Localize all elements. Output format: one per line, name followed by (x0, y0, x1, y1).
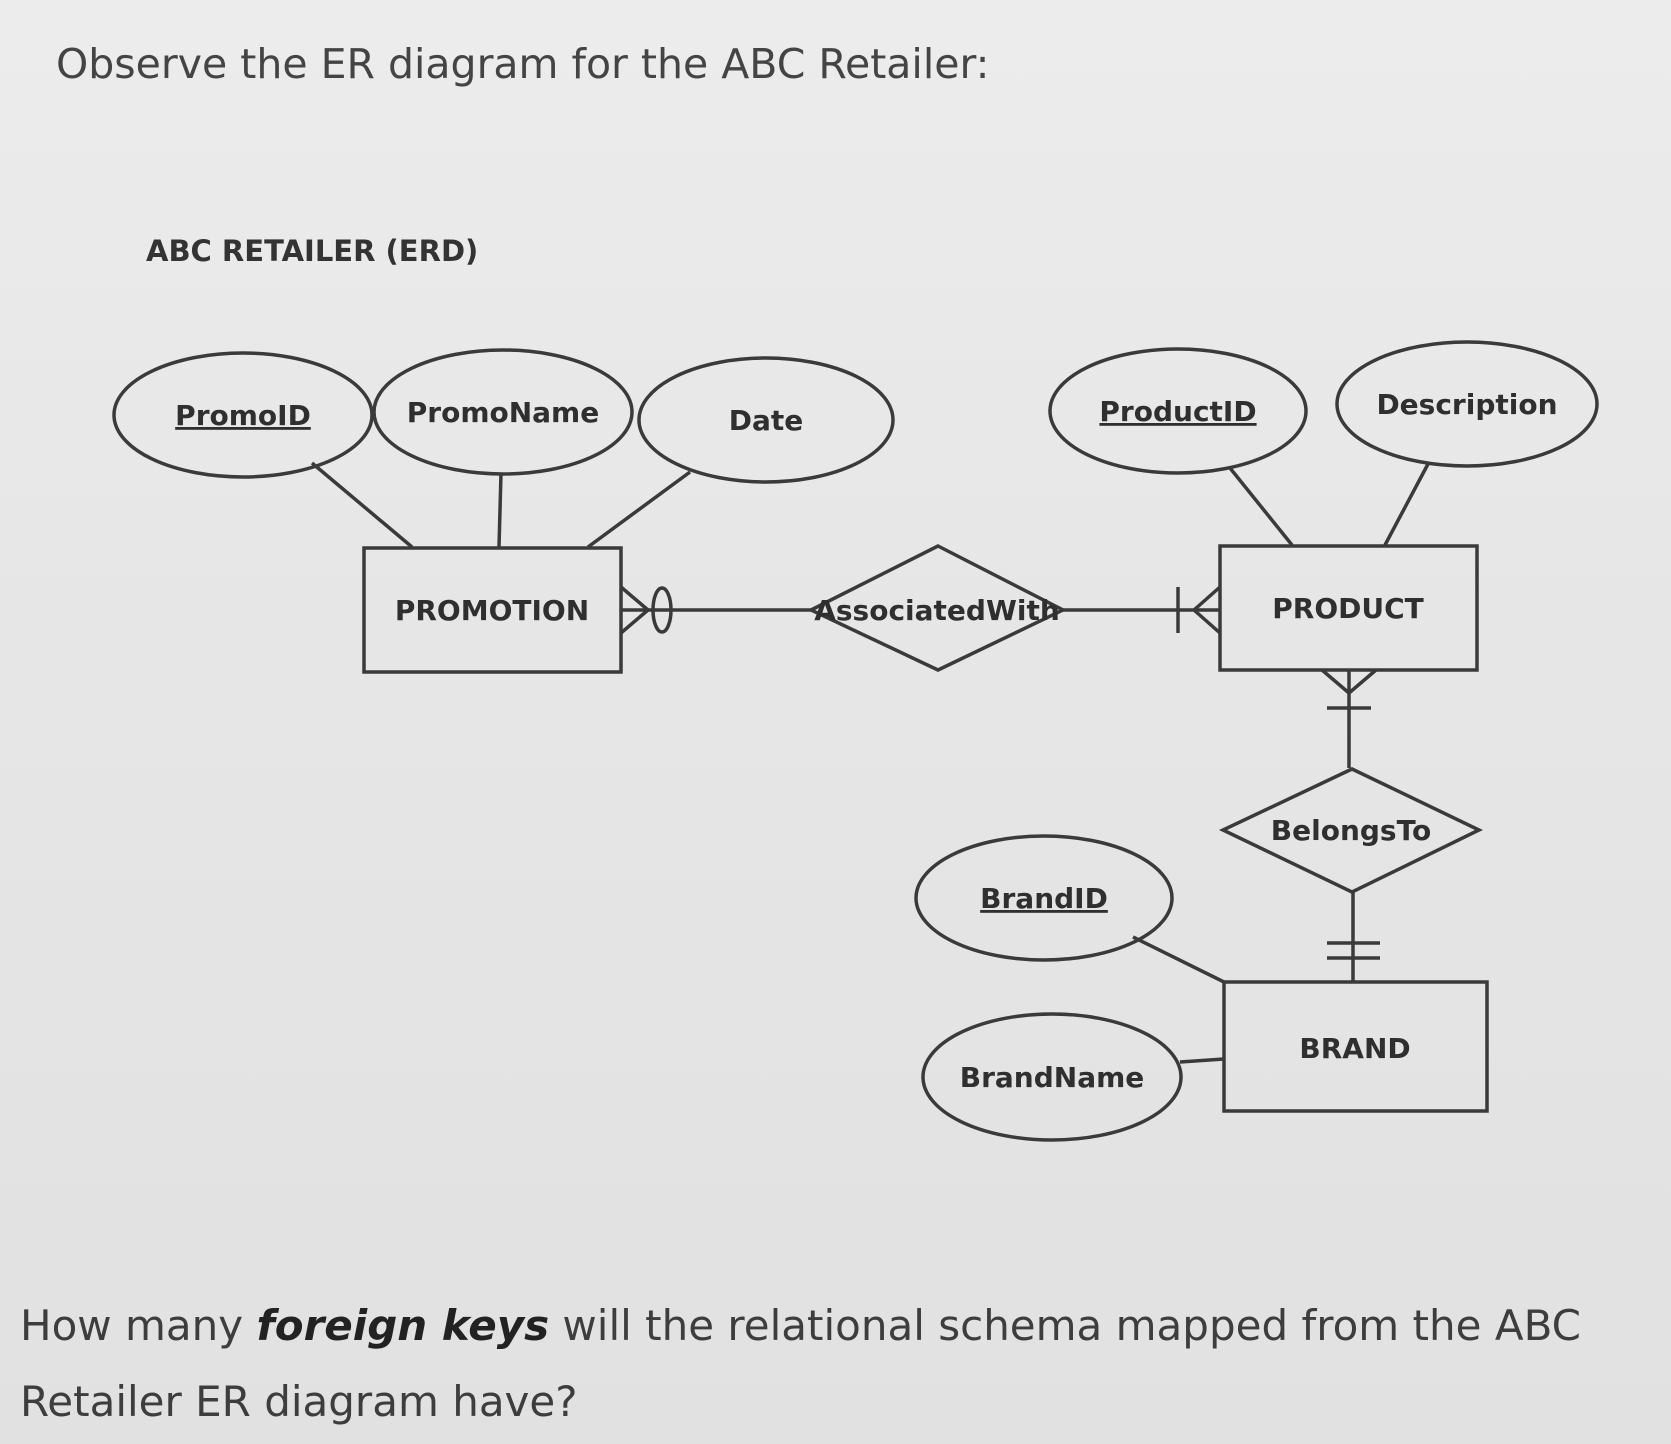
svg-text:BrandID: BrandID (980, 882, 1108, 915)
product-belongsto-connector (1320, 668, 1378, 768)
entity-promotion: PROMOTION (362, 546, 623, 674)
edge-productid-product (1228, 466, 1294, 547)
edge-brandid-brand (1132, 935, 1225, 984)
edge-promoname-promotion (497, 472, 503, 548)
attribute-productid: ProductID (1048, 347, 1308, 475)
question-text: How many foreign keys will the relationa… (20, 1301, 1581, 1426)
svg-text:PROMOTION: PROMOTION (395, 594, 589, 627)
attribute-brandname: BrandName (921, 1012, 1183, 1142)
svg-text:Date: Date (729, 404, 804, 437)
svg-text:BelongsTo: BelongsTo (1271, 814, 1431, 847)
relationship-belongsto: BelongsTo (1218, 767, 1484, 894)
attribute-promoid: PromoID (112, 351, 374, 479)
question-emphasis: foreign keys (256, 1301, 550, 1350)
edge-description-product (1383, 463, 1430, 546)
entity-product: PRODUCT (1218, 544, 1479, 672)
intro-text: Observe the ER diagram for the ABC Retai… (56, 40, 990, 88)
diagram-title: ABC RETAILER (ERD) (146, 234, 479, 268)
relationship-associatedwith: AssociatedWith (807, 544, 1067, 672)
svg-text:PRODUCT: PRODUCT (1272, 592, 1424, 625)
product-one-connector (1062, 585, 1222, 635)
svg-text:ProductID: ProductID (1099, 395, 1256, 428)
edge-brandname-brand (1179, 1057, 1225, 1064)
edge-promoid-promotion (310, 461, 414, 549)
attribute-promoname: PromoName (372, 348, 634, 476)
svg-text:PromoName: PromoName (407, 396, 599, 429)
attribute-description: Description (1335, 340, 1599, 468)
svg-text:BRAND: BRAND (1299, 1032, 1410, 1065)
svg-text:BrandName: BrandName (960, 1061, 1145, 1094)
svg-text:PromoID: PromoID (175, 399, 311, 432)
entity-brand: BRAND (1222, 980, 1489, 1113)
promotion-many-optional-connector (619, 585, 815, 635)
edge-date-promotion (586, 470, 692, 549)
svg-text:Description: Description (1376, 388, 1557, 421)
attribute-brandid: BrandID (914, 834, 1174, 962)
attribute-date: Date (637, 356, 895, 484)
svg-text:AssociatedWith: AssociatedWith (814, 594, 1060, 627)
belongsto-brand-connector (1327, 892, 1380, 982)
